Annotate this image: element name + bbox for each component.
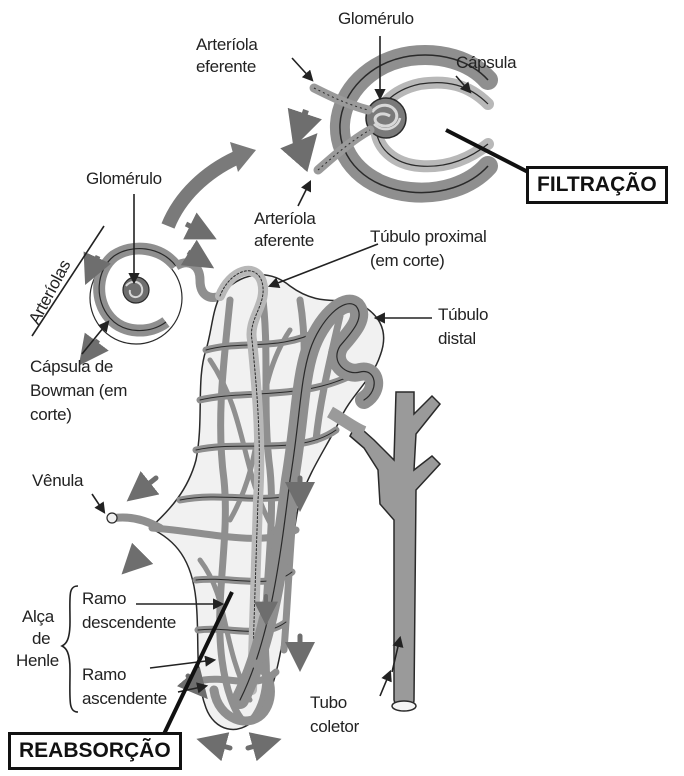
label-glomerulo-left: Glomérulo (86, 168, 162, 189)
label-tubulo-proximal-1: Túbulo proximal (370, 226, 486, 247)
label-tubulo-distal-1: Túbulo (438, 304, 488, 325)
label-ramo-descendente-1: Ramo (82, 588, 126, 609)
label-capsula-bowman-2: Bowman (em (30, 380, 127, 401)
label-filtracao: FILTRAÇÃO (526, 166, 668, 204)
zoom-arrow (168, 158, 236, 226)
label-arteriola-eferente-2: eferente (196, 56, 256, 77)
label-arteriola-aferente-2: aferente (254, 230, 314, 251)
henle-brace (62, 586, 78, 712)
label-tubulo-distal-2: distal (438, 328, 476, 349)
bowman-capsule (86, 224, 220, 356)
label-ramo-ascendente-1: Ramo (82, 664, 126, 685)
collecting-duct (330, 392, 440, 711)
label-ramo-descendente-2: descendente (82, 612, 176, 633)
label-tubulo-proximal-2: (em corte) (370, 250, 444, 271)
label-alca-henle-3: Henle (16, 650, 59, 671)
label-tubo-coletor-2: coletor (310, 716, 359, 737)
label-alca-henle-2: de (32, 628, 50, 649)
inset-capsule (294, 55, 488, 193)
label-capsula-bowman-1: Cápsula de (30, 356, 113, 377)
label-arteriola-eferente-1: Arteríola (196, 34, 258, 55)
label-glomerulo-top: Glomérulo (338, 8, 414, 29)
label-capsula-bowman-3: corte) (30, 404, 72, 425)
label-alca-henle-1: Alça (22, 606, 54, 627)
label-arteriola-aferente-1: Arteríola (254, 208, 316, 229)
label-reabsorcao: REABSORÇÃO (8, 732, 182, 770)
label-ramo-ascendente-2: ascendente (82, 688, 167, 709)
label-venula: Vênula (32, 470, 83, 491)
label-capsula: Cápsula (456, 52, 516, 73)
label-tubo-coletor-1: Tubo (310, 692, 347, 713)
